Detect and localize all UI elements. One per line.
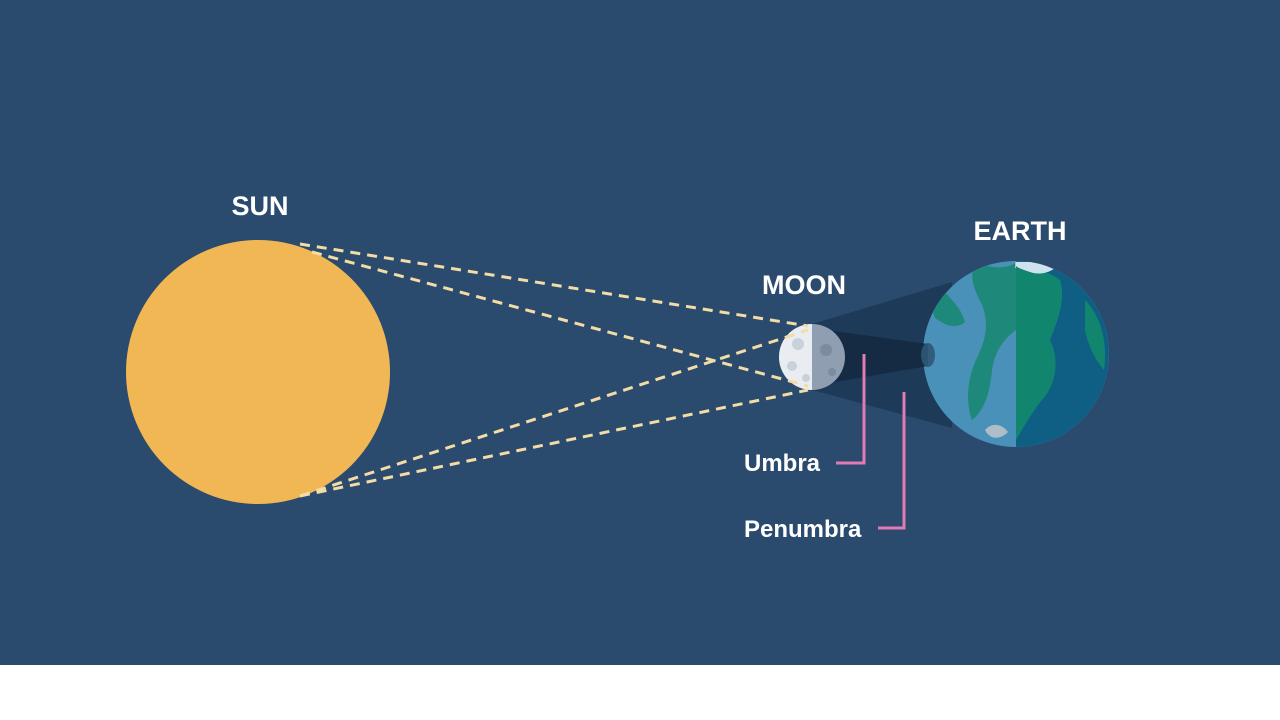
umbra-spot (921, 343, 935, 367)
penumbra-label: Penumbra (744, 516, 862, 543)
moon-label: MOON (762, 270, 846, 300)
sun-icon (126, 240, 390, 504)
earth-label: EARTH (974, 216, 1067, 246)
ray-top-outer (299, 242, 809, 328)
penumbra-leader-line (878, 392, 906, 530)
page-footer (0, 665, 1280, 720)
ray-bottom-outer (299, 388, 809, 498)
umbra-leader-line (836, 354, 866, 465)
solar-eclipse-diagram: SUN MOON EARTH Umbra Penumbra (126, 191, 1109, 543)
ray-top-cross (311, 250, 809, 388)
earth-icon (923, 261, 1109, 447)
sun-label: SUN (231, 191, 288, 221)
umbra-label: Umbra (744, 450, 821, 477)
ray-bottom-cross (299, 328, 809, 498)
diagram-stage: SUN MOON EARTH Umbra Penumbra (0, 0, 1280, 665)
sun-rays (299, 242, 809, 498)
